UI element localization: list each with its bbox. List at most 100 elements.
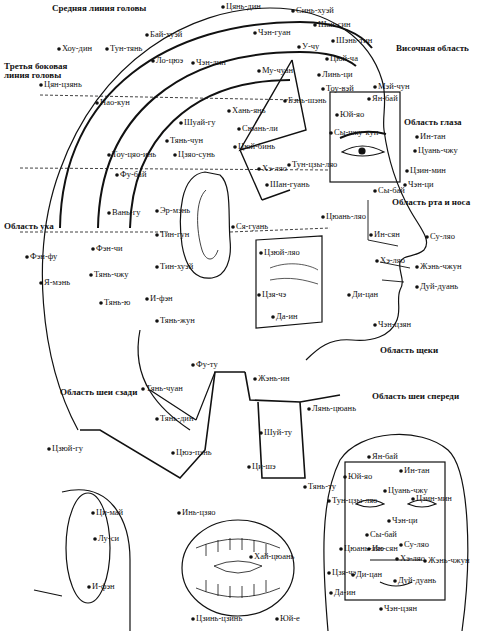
acupoint-dot bbox=[393, 579, 397, 583]
point-label: Цзин-мин bbox=[416, 494, 452, 503]
point-label: Цзяо-сунь bbox=[178, 150, 215, 159]
acupoint-dot bbox=[339, 547, 343, 551]
point-label: Шуай-гу bbox=[184, 118, 216, 127]
acupoint-dot bbox=[115, 173, 119, 177]
point-label: Шан-син bbox=[318, 20, 351, 29]
point-label: Я-мэнь bbox=[44, 278, 70, 287]
point-label: Су-ляо bbox=[430, 232, 455, 241]
acupoint-dot bbox=[171, 451, 175, 455]
point-label: Хань-янь bbox=[232, 106, 266, 115]
point-label: Тун-цзы-ляо bbox=[292, 160, 337, 169]
point-label: Юй-е bbox=[280, 614, 300, 623]
point-label: Ди-цан bbox=[352, 290, 378, 299]
acupoint-dot bbox=[227, 109, 231, 113]
point-label: Ло-цюэ bbox=[156, 56, 183, 65]
point-label: Мэй-чун bbox=[378, 82, 410, 91]
cheek-region-box bbox=[256, 236, 322, 328]
acupoint-dot bbox=[25, 255, 29, 259]
point-label: Ин-тан bbox=[404, 466, 430, 475]
point-label: Цюань-ляо bbox=[326, 212, 366, 221]
point-label: Сюань-ли bbox=[242, 124, 278, 133]
point-label: Юй-яо bbox=[340, 110, 364, 119]
point-label: Юй-яо bbox=[348, 472, 372, 481]
point-label: Тин-хуэй bbox=[160, 262, 193, 271]
acupoint-dot bbox=[247, 465, 251, 469]
point-label: Хэ-ляо bbox=[380, 256, 405, 265]
point-label: Цзин-мин bbox=[410, 166, 446, 175]
acupoint-dot bbox=[387, 519, 391, 523]
acupoint-dot bbox=[191, 363, 195, 367]
acupoint-dot bbox=[253, 31, 257, 35]
acupoint-dot bbox=[257, 69, 261, 73]
ear-inner bbox=[198, 190, 218, 259]
point-label: И-фэн bbox=[150, 294, 173, 303]
point-label: Лу-си bbox=[98, 534, 119, 543]
acupoint-dot bbox=[87, 585, 91, 589]
point-label: Жэнь-чжун bbox=[428, 556, 469, 565]
acupoint-dot bbox=[415, 265, 419, 269]
point-label: Сы-бай bbox=[370, 530, 397, 539]
point-label: Хай-цюань bbox=[254, 552, 294, 561]
point-label: Тоу-вэй bbox=[326, 84, 354, 93]
acupoint-dot bbox=[367, 97, 371, 101]
point-label: Тянь-чуан bbox=[146, 384, 183, 393]
acupoint-dot bbox=[221, 5, 225, 9]
acupoint-dot bbox=[325, 57, 329, 61]
point-label: Фу-бай bbox=[120, 170, 146, 179]
acupoint-dot bbox=[373, 323, 377, 327]
point-label: Тянь-ту bbox=[308, 482, 336, 491]
point-label: Тун-цзы-ляо bbox=[332, 496, 377, 505]
acupoint-dot bbox=[413, 149, 417, 153]
head-line-arc bbox=[60, 22, 372, 228]
point-label: Тянь-чун bbox=[170, 136, 203, 145]
acupoint-dot bbox=[335, 113, 339, 117]
point-label: Жэнь-ин bbox=[258, 374, 290, 383]
acupoint-dot bbox=[291, 9, 295, 13]
region-label: Область глаза bbox=[404, 118, 462, 127]
point-label: И-фэн bbox=[92, 582, 115, 591]
point-label: Цзюй-ляо bbox=[264, 248, 300, 257]
meridian-line bbox=[20, 95, 330, 232]
acupoint-dot bbox=[287, 163, 291, 167]
acupoint-dot bbox=[151, 59, 155, 63]
point-label: Тянь-чжу bbox=[94, 270, 128, 279]
acupoint-dot bbox=[271, 315, 275, 319]
acupoint-dot bbox=[107, 153, 111, 157]
acupoint-dot bbox=[321, 215, 325, 219]
point-label: Да-ин bbox=[334, 588, 356, 597]
point-label: Тин-гун bbox=[160, 230, 189, 239]
point-label: Хоу-дин bbox=[62, 44, 92, 53]
eye bbox=[342, 146, 384, 156]
acupoint-dot bbox=[91, 511, 95, 515]
point-label: Шуй-ту bbox=[264, 428, 292, 437]
region-label: Третья боковая линия головы bbox=[4, 62, 84, 80]
acupoint-dot bbox=[343, 475, 347, 479]
acupoint-dot bbox=[141, 387, 145, 391]
point-label: Ди-цан bbox=[356, 570, 382, 579]
region-label: Область щеки bbox=[380, 346, 438, 355]
point-label: Инь-цзяо bbox=[182, 508, 216, 517]
point-label: Цзюй-гу bbox=[52, 444, 83, 453]
point-label: У-чу bbox=[302, 42, 319, 51]
acupoint-dot bbox=[369, 233, 373, 237]
front-face-eyes bbox=[356, 500, 436, 586]
acupoint-dot bbox=[327, 499, 331, 503]
acupoint-dot bbox=[411, 497, 415, 501]
acupoint-dot bbox=[399, 543, 403, 547]
acupoint-dot bbox=[155, 265, 159, 269]
acupoint-dot bbox=[329, 591, 333, 595]
point-label: Бэнь-шэнь bbox=[288, 96, 326, 105]
point-label: Цян-цзянь bbox=[44, 80, 82, 89]
acupoint-dot bbox=[399, 469, 403, 473]
teeth bbox=[196, 538, 280, 598]
point-label: Эр-мэнь bbox=[160, 206, 190, 215]
acupoint-dot bbox=[415, 285, 419, 289]
acupoint-dot bbox=[425, 235, 429, 239]
acupoint-dot bbox=[307, 407, 311, 411]
point-label: Ин-тан bbox=[420, 132, 446, 141]
acupoint-dot bbox=[415, 135, 419, 139]
region-label: Область шеи спереди bbox=[372, 392, 459, 401]
acupoint-dot bbox=[257, 293, 261, 297]
